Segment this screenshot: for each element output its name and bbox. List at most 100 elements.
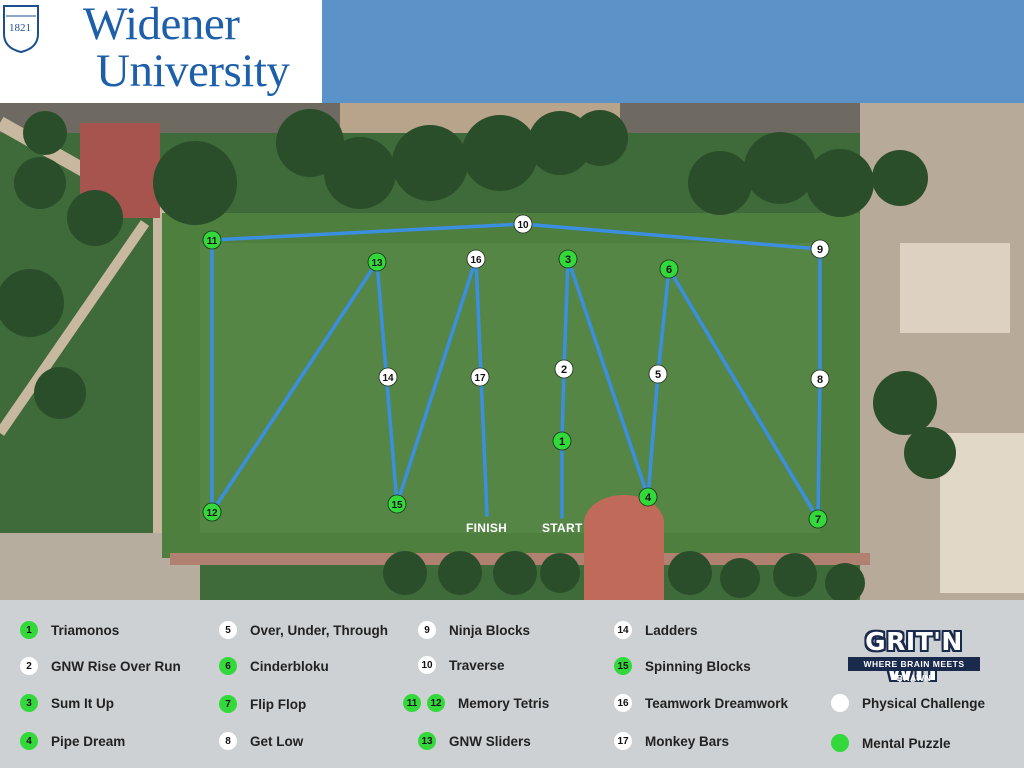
station-dot bbox=[202, 502, 222, 522]
station-dot bbox=[387, 494, 407, 514]
legend-label: Get Low bbox=[250, 733, 304, 749]
station-number: 16 bbox=[470, 255, 482, 266]
physical-challenge-dot: 5 bbox=[219, 621, 237, 639]
legend-label: Monkey Bars bbox=[645, 733, 730, 749]
station-number: 1 bbox=[559, 436, 565, 448]
diagonal-walkway bbox=[0, 220, 150, 436]
station-marker-3[interactable]: 3 bbox=[558, 249, 578, 269]
station-marker-8[interactable]: 8 bbox=[810, 369, 830, 389]
station-marker-11[interactable]: 11 bbox=[202, 230, 222, 250]
physical-challenge-dot: 10 bbox=[418, 656, 436, 674]
station-marker-14[interactable]: 14 bbox=[378, 367, 398, 387]
station-marker-9[interactable]: 9 bbox=[810, 239, 830, 259]
header-bar bbox=[322, 0, 1024, 103]
legend-item: 10 Traverse bbox=[418, 655, 505, 675]
station-marker-5[interactable]: 5 bbox=[648, 364, 668, 384]
physical-challenge-dot: 2 bbox=[20, 657, 38, 675]
start-label: START bbox=[542, 521, 583, 535]
legend-label: Pipe Dream bbox=[51, 733, 126, 749]
legend-label: Traverse bbox=[449, 657, 505, 673]
station-dot bbox=[554, 359, 574, 379]
station-marker-16[interactable]: 16 bbox=[466, 249, 486, 269]
legend-label: Triamonos bbox=[51, 622, 120, 638]
station-dot bbox=[810, 239, 830, 259]
legend-label: GNW Rise Over Run bbox=[51, 658, 181, 674]
station-marker-13[interactable]: 13 bbox=[367, 252, 387, 272]
mental-puzzle-dot: 12 bbox=[427, 694, 445, 712]
station-dot bbox=[638, 487, 658, 507]
gritnwit-logo[interactable]: GRIT'N WIT WHERE BRAIN MEETS BRAWN bbox=[838, 627, 990, 686]
station-dot bbox=[648, 364, 668, 384]
legend-label: Physical Challenge bbox=[862, 695, 986, 711]
mental-puzzle-dot: 6 bbox=[219, 657, 237, 675]
physical-challenge-dot bbox=[831, 694, 849, 712]
station-number: 17 bbox=[474, 373, 486, 384]
mental-puzzle-dot bbox=[831, 734, 849, 752]
station-number: 9 bbox=[817, 244, 823, 256]
physical-challenge-dot: 17 bbox=[614, 732, 632, 750]
legend-label: GNW Sliders bbox=[449, 733, 531, 749]
legend-item: Physical Challenge bbox=[831, 693, 985, 713]
legend-item: 4 Pipe Dream bbox=[20, 731, 125, 751]
legend-label: Ladders bbox=[645, 622, 698, 638]
station-marker-10[interactable]: 10 bbox=[513, 214, 533, 234]
station-marker-6[interactable]: 6 bbox=[659, 259, 679, 279]
station-dot bbox=[659, 259, 679, 279]
station-marker-4[interactable]: 4 bbox=[638, 487, 658, 507]
shield-icon bbox=[3, 5, 39, 54]
trees bbox=[0, 109, 956, 600]
station-marker-12[interactable]: 12 bbox=[202, 502, 222, 522]
mental-puzzle-dot: 3 bbox=[20, 694, 38, 712]
station-marker-15[interactable]: 15 bbox=[387, 494, 407, 514]
legend-item: 11 12 Memory Tetris bbox=[403, 693, 549, 713]
mental-puzzle-dot: 15 bbox=[614, 657, 632, 675]
university-logo[interactable]: 1821 Widener University bbox=[0, 0, 322, 103]
station-number: 11 bbox=[207, 236, 218, 247]
lawn-center bbox=[200, 243, 820, 533]
station-dot bbox=[378, 367, 398, 387]
university-name-line2: University bbox=[96, 45, 290, 97]
legend-label: Over, Under, Through bbox=[250, 622, 389, 638]
physical-challenge-dot: 9 bbox=[418, 621, 436, 639]
mental-puzzle-dot: 4 bbox=[20, 732, 38, 750]
station-number: 13 bbox=[371, 258, 383, 269]
brand-tagline: WHERE BRAIN MEETS BRAWN bbox=[848, 657, 980, 683]
shield-year: 1821 bbox=[9, 22, 31, 34]
station-dot bbox=[552, 431, 572, 451]
station-marker-7[interactable]: 7 bbox=[808, 509, 828, 529]
mental-puzzle-dot: 13 bbox=[418, 732, 436, 750]
station-number: 12 bbox=[206, 508, 218, 519]
station-number: 5 bbox=[655, 369, 661, 381]
station-dot bbox=[808, 509, 828, 529]
mental-puzzle-dot: 7 bbox=[219, 695, 237, 713]
brand-name: GRIT'N WIT bbox=[865, 627, 963, 686]
station-number: 14 bbox=[382, 373, 394, 384]
station-marker-1[interactable]: 1 bbox=[552, 431, 572, 451]
physical-challenge-dot: 8 bbox=[219, 732, 237, 750]
legend-item: 6 Cinderbloku bbox=[219, 656, 329, 676]
east-building-roof bbox=[900, 243, 1010, 333]
station-number: 3 bbox=[565, 254, 571, 266]
station-dot bbox=[470, 367, 490, 387]
station-marker-2[interactable]: 2 bbox=[554, 359, 574, 379]
legend-label: Cinderbloku bbox=[250, 658, 329, 674]
mental-puzzle-dot: 11 bbox=[403, 694, 421, 712]
station-marker-17[interactable]: 17 bbox=[470, 367, 490, 387]
station-dot bbox=[513, 214, 533, 234]
legend-label: Spinning Blocks bbox=[645, 658, 751, 674]
station-number: 6 bbox=[666, 264, 672, 276]
legend-item: 5 Over, Under, Through bbox=[219, 620, 388, 640]
legend-label: Teamwork Dreamwork bbox=[645, 695, 789, 711]
station-number: 8 bbox=[817, 374, 823, 386]
station-dot bbox=[810, 369, 830, 389]
station-dot bbox=[367, 252, 387, 272]
legend-item: 2 GNW Rise Over Run bbox=[20, 656, 181, 676]
university-name-line1: Widener bbox=[83, 0, 240, 50]
legend-label: Memory Tetris bbox=[458, 695, 550, 711]
